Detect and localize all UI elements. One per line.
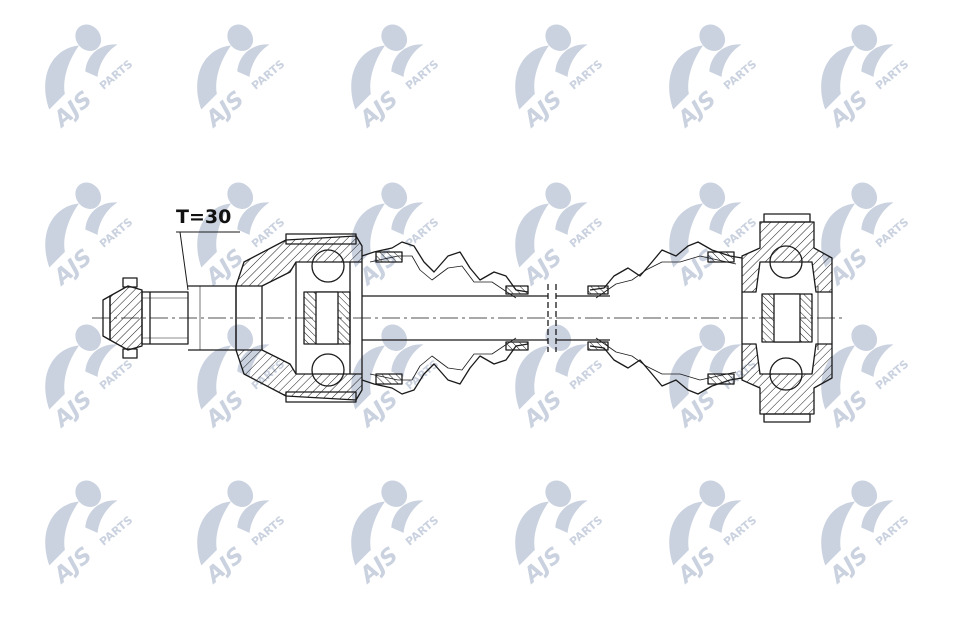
right-boot bbox=[587, 241, 743, 395]
left-cv-joint bbox=[235, 233, 363, 403]
thread-callout-label: T=30 bbox=[176, 206, 232, 228]
right-cv-joint bbox=[741, 213, 833, 423]
shaft bbox=[362, 284, 610, 352]
left-boot bbox=[361, 241, 529, 395]
spline-stub bbox=[102, 277, 237, 359]
callout-leader bbox=[176, 231, 240, 291]
